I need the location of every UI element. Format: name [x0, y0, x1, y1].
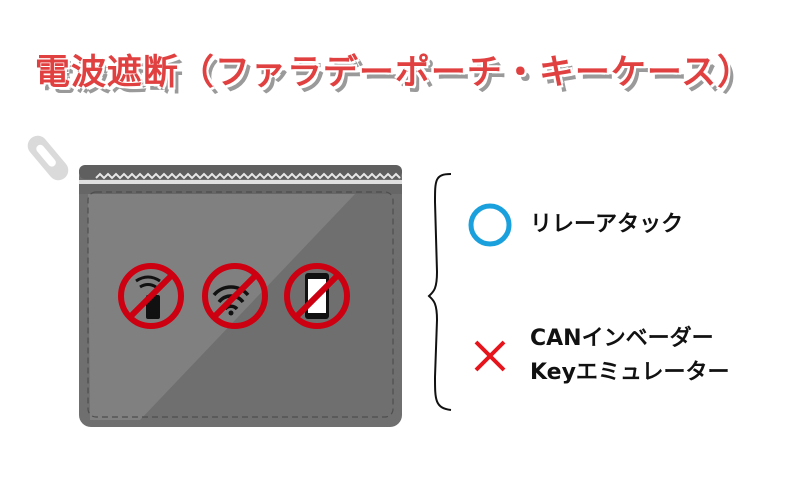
no-wifi-icon — [202, 263, 268, 329]
zipper-teeth — [95, 172, 401, 180]
legend-item-relay-attack: リレーアタック — [460, 202, 683, 248]
legend-label-relay-attack: リレーアタック — [530, 212, 684, 237]
legend-label-key-emulator: Keyエミュレーター — [530, 360, 730, 385]
faraday-pouch-illustration — [27, 135, 402, 427]
circle-ok-icon — [460, 202, 520, 248]
page-title: 電波遮断（ファラデーポーチ・キーケース） — [34, 53, 754, 93]
curly-brace — [427, 173, 452, 411]
legend-label-can-invader: CANインベーダー — [530, 326, 714, 351]
no-phone-signal-icon — [118, 263, 184, 329]
no-smartphone-icon — [284, 263, 350, 329]
legend-item-not-blocked: CANインベーダー Keyエミュレーター — [460, 322, 729, 390]
cross-ng-icon — [460, 336, 520, 376]
